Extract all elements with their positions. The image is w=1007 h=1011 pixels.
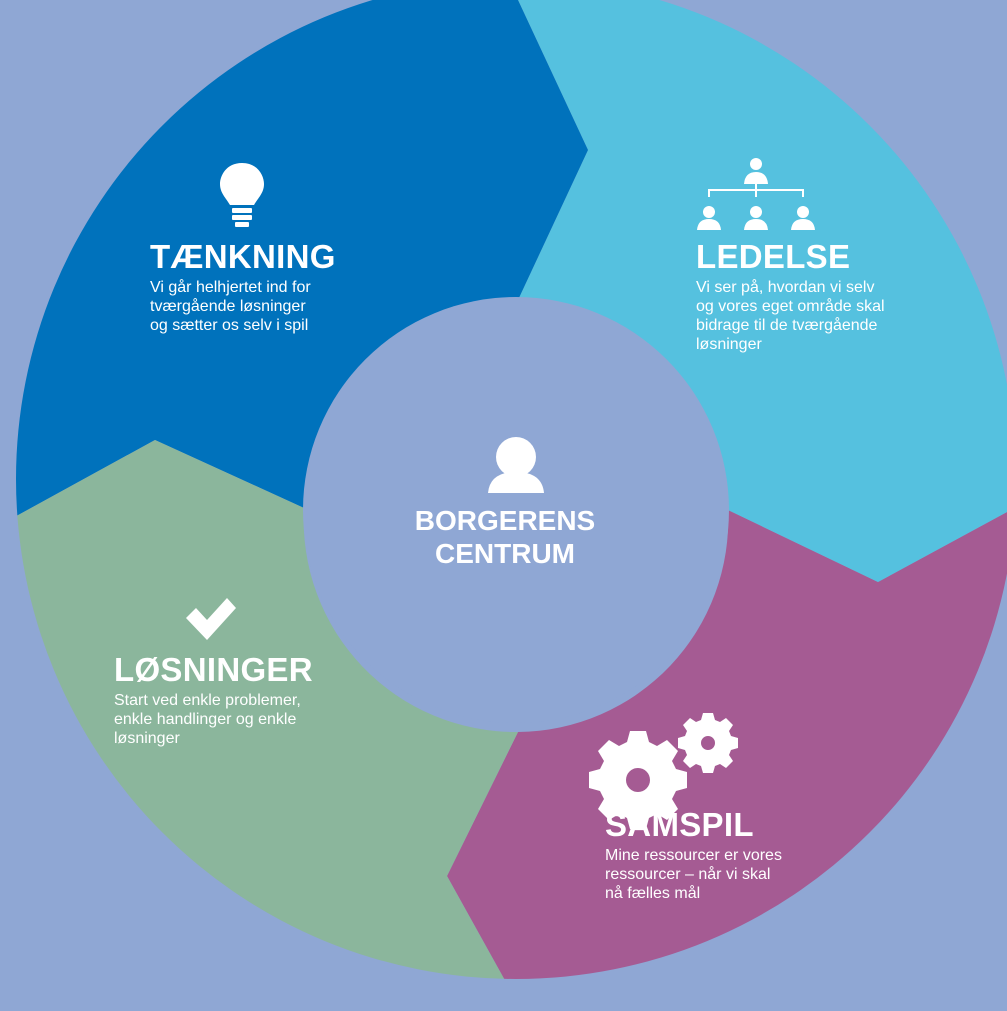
center-line-1: BORGERENS [414, 505, 596, 536]
center-label: BORGERENS CENTRUM [360, 504, 650, 570]
org-chart-icon [697, 158, 815, 230]
person-icon [488, 437, 544, 493]
segment-title-ledelse: LEDELSE [696, 238, 851, 275]
description-line: Start ved enkle problemer, [114, 692, 301, 709]
segment-label-losninger: LØSNINGER Start ved enkle problemer, enk… [114, 653, 313, 748]
gears-icon [589, 713, 738, 829]
description-line: Vi går helhjertet ind for [150, 279, 311, 296]
description-line: nå fælles mål [605, 885, 701, 902]
center-line-2: CENTRUM [435, 538, 575, 569]
segment-label-taenkning: TÆNKNING Vi går helhjertet ind for tværg… [150, 240, 336, 335]
description-line: bidrage til de tværgående [696, 317, 878, 334]
center-circle [303, 297, 729, 723]
segment-label-samspil: SAMSPIL Mine ressourcer er vores ressour… [605, 808, 782, 903]
segment-title-samspil: SAMSPIL [605, 806, 754, 843]
segment-ledelse [518, 0, 1007, 582]
segment-title-taenkning: TÆNKNING [150, 238, 336, 275]
segment-description-losninger: Start ved enkle problemer, enkle handlin… [114, 691, 313, 748]
segment-description-ledelse: Vi ser på, hvordan vi selv og vores eget… [696, 278, 885, 354]
description-line: ressourcer – når vi skal [605, 866, 771, 883]
description-line: løsninger [696, 336, 762, 353]
description-line: Mine ressourcer er vores [605, 847, 782, 864]
checkmark-icon [186, 598, 236, 640]
description-line: Vi ser på, hvordan vi selv [696, 279, 875, 296]
segment-description-taenkning: Vi går helhjertet ind for tværgående løs… [150, 278, 336, 335]
segment-title-losninger: LØSNINGER [114, 651, 313, 688]
segment-label-ledelse: LEDELSE Vi ser på, hvordan vi selv og vo… [696, 240, 885, 354]
description-line: og sætter os selv i spil [150, 317, 309, 334]
description-line: enkle handlinger og enkle [114, 711, 297, 728]
lightbulb-icon [220, 163, 264, 227]
description-line: tværgående løsninger [150, 298, 306, 315]
segment-description-samspil: Mine ressourcer er vores ressourcer – nå… [605, 846, 782, 903]
description-line: og vores eget område skal [696, 298, 885, 315]
description-line: løsninger [114, 730, 180, 747]
